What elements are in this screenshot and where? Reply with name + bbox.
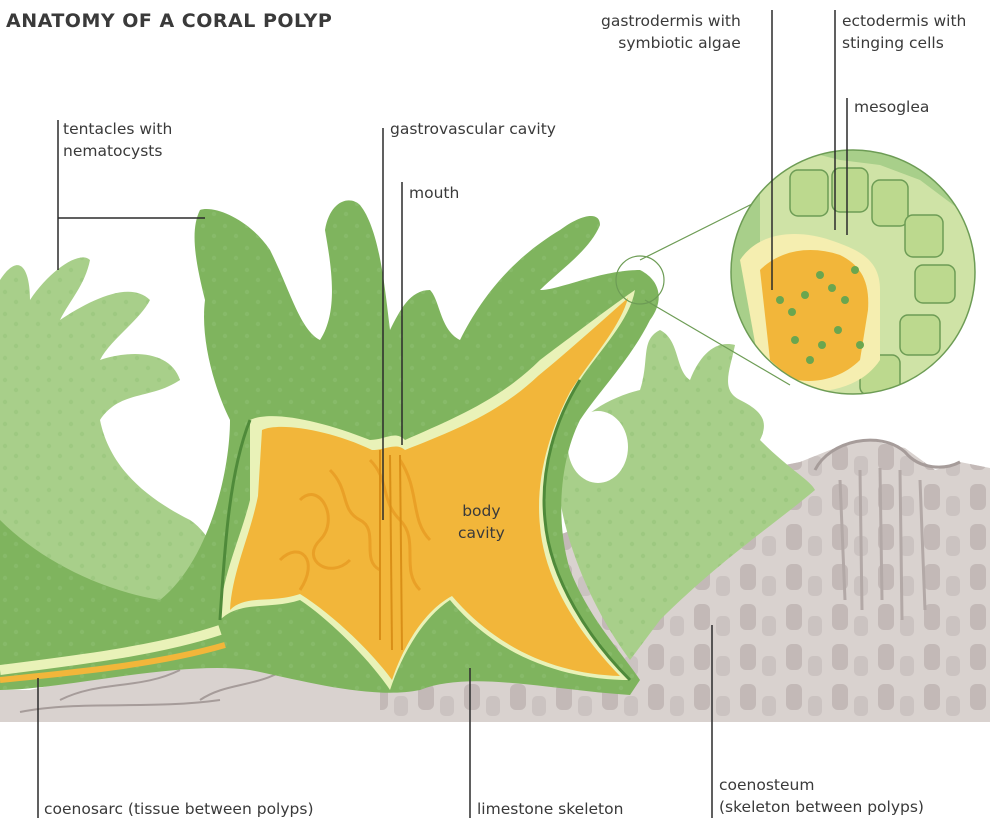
label-tentacles-line2: nematocysts	[63, 140, 172, 162]
label-body-cavity-line2: cavity	[458, 522, 505, 544]
label-mesoglea: mesoglea	[854, 96, 929, 118]
label-tentacles: tentacles with nematocysts	[63, 118, 172, 162]
label-gastrodermis-line2: symbiotic algae	[601, 32, 741, 54]
label-mouth: mouth	[409, 182, 459, 204]
label-gastrodermis: gastrodermis with symbiotic algae	[601, 10, 741, 54]
label-ectodermis-line1: ectodermis with	[842, 10, 966, 32]
label-coenosteum: coenosteum (skeleton between polyps)	[719, 774, 924, 818]
label-tentacles-line1: tentacles with	[63, 118, 172, 140]
label-coenosarc: coenosarc (tissue between polyps)	[44, 798, 314, 820]
label-ectodermis: ectodermis with stinging cells	[842, 10, 966, 54]
label-coenosteum-line1: coenosteum	[719, 774, 924, 796]
label-gastrodermis-line1: gastrodermis with	[601, 10, 741, 32]
label-limestone-skeleton: limestone skeleton	[477, 798, 623, 820]
diagram-title: ANATOMY OF A CORAL POLYP	[6, 10, 332, 32]
label-gastrovascular-cavity: gastrovascular cavity	[390, 118, 556, 140]
label-body-cavity-line1: body	[458, 500, 505, 522]
label-ectodermis-line2: stinging cells	[842, 32, 966, 54]
label-body-cavity: body cavity	[458, 500, 505, 544]
label-coenosteum-line2: (skeleton between polyps)	[719, 796, 924, 818]
